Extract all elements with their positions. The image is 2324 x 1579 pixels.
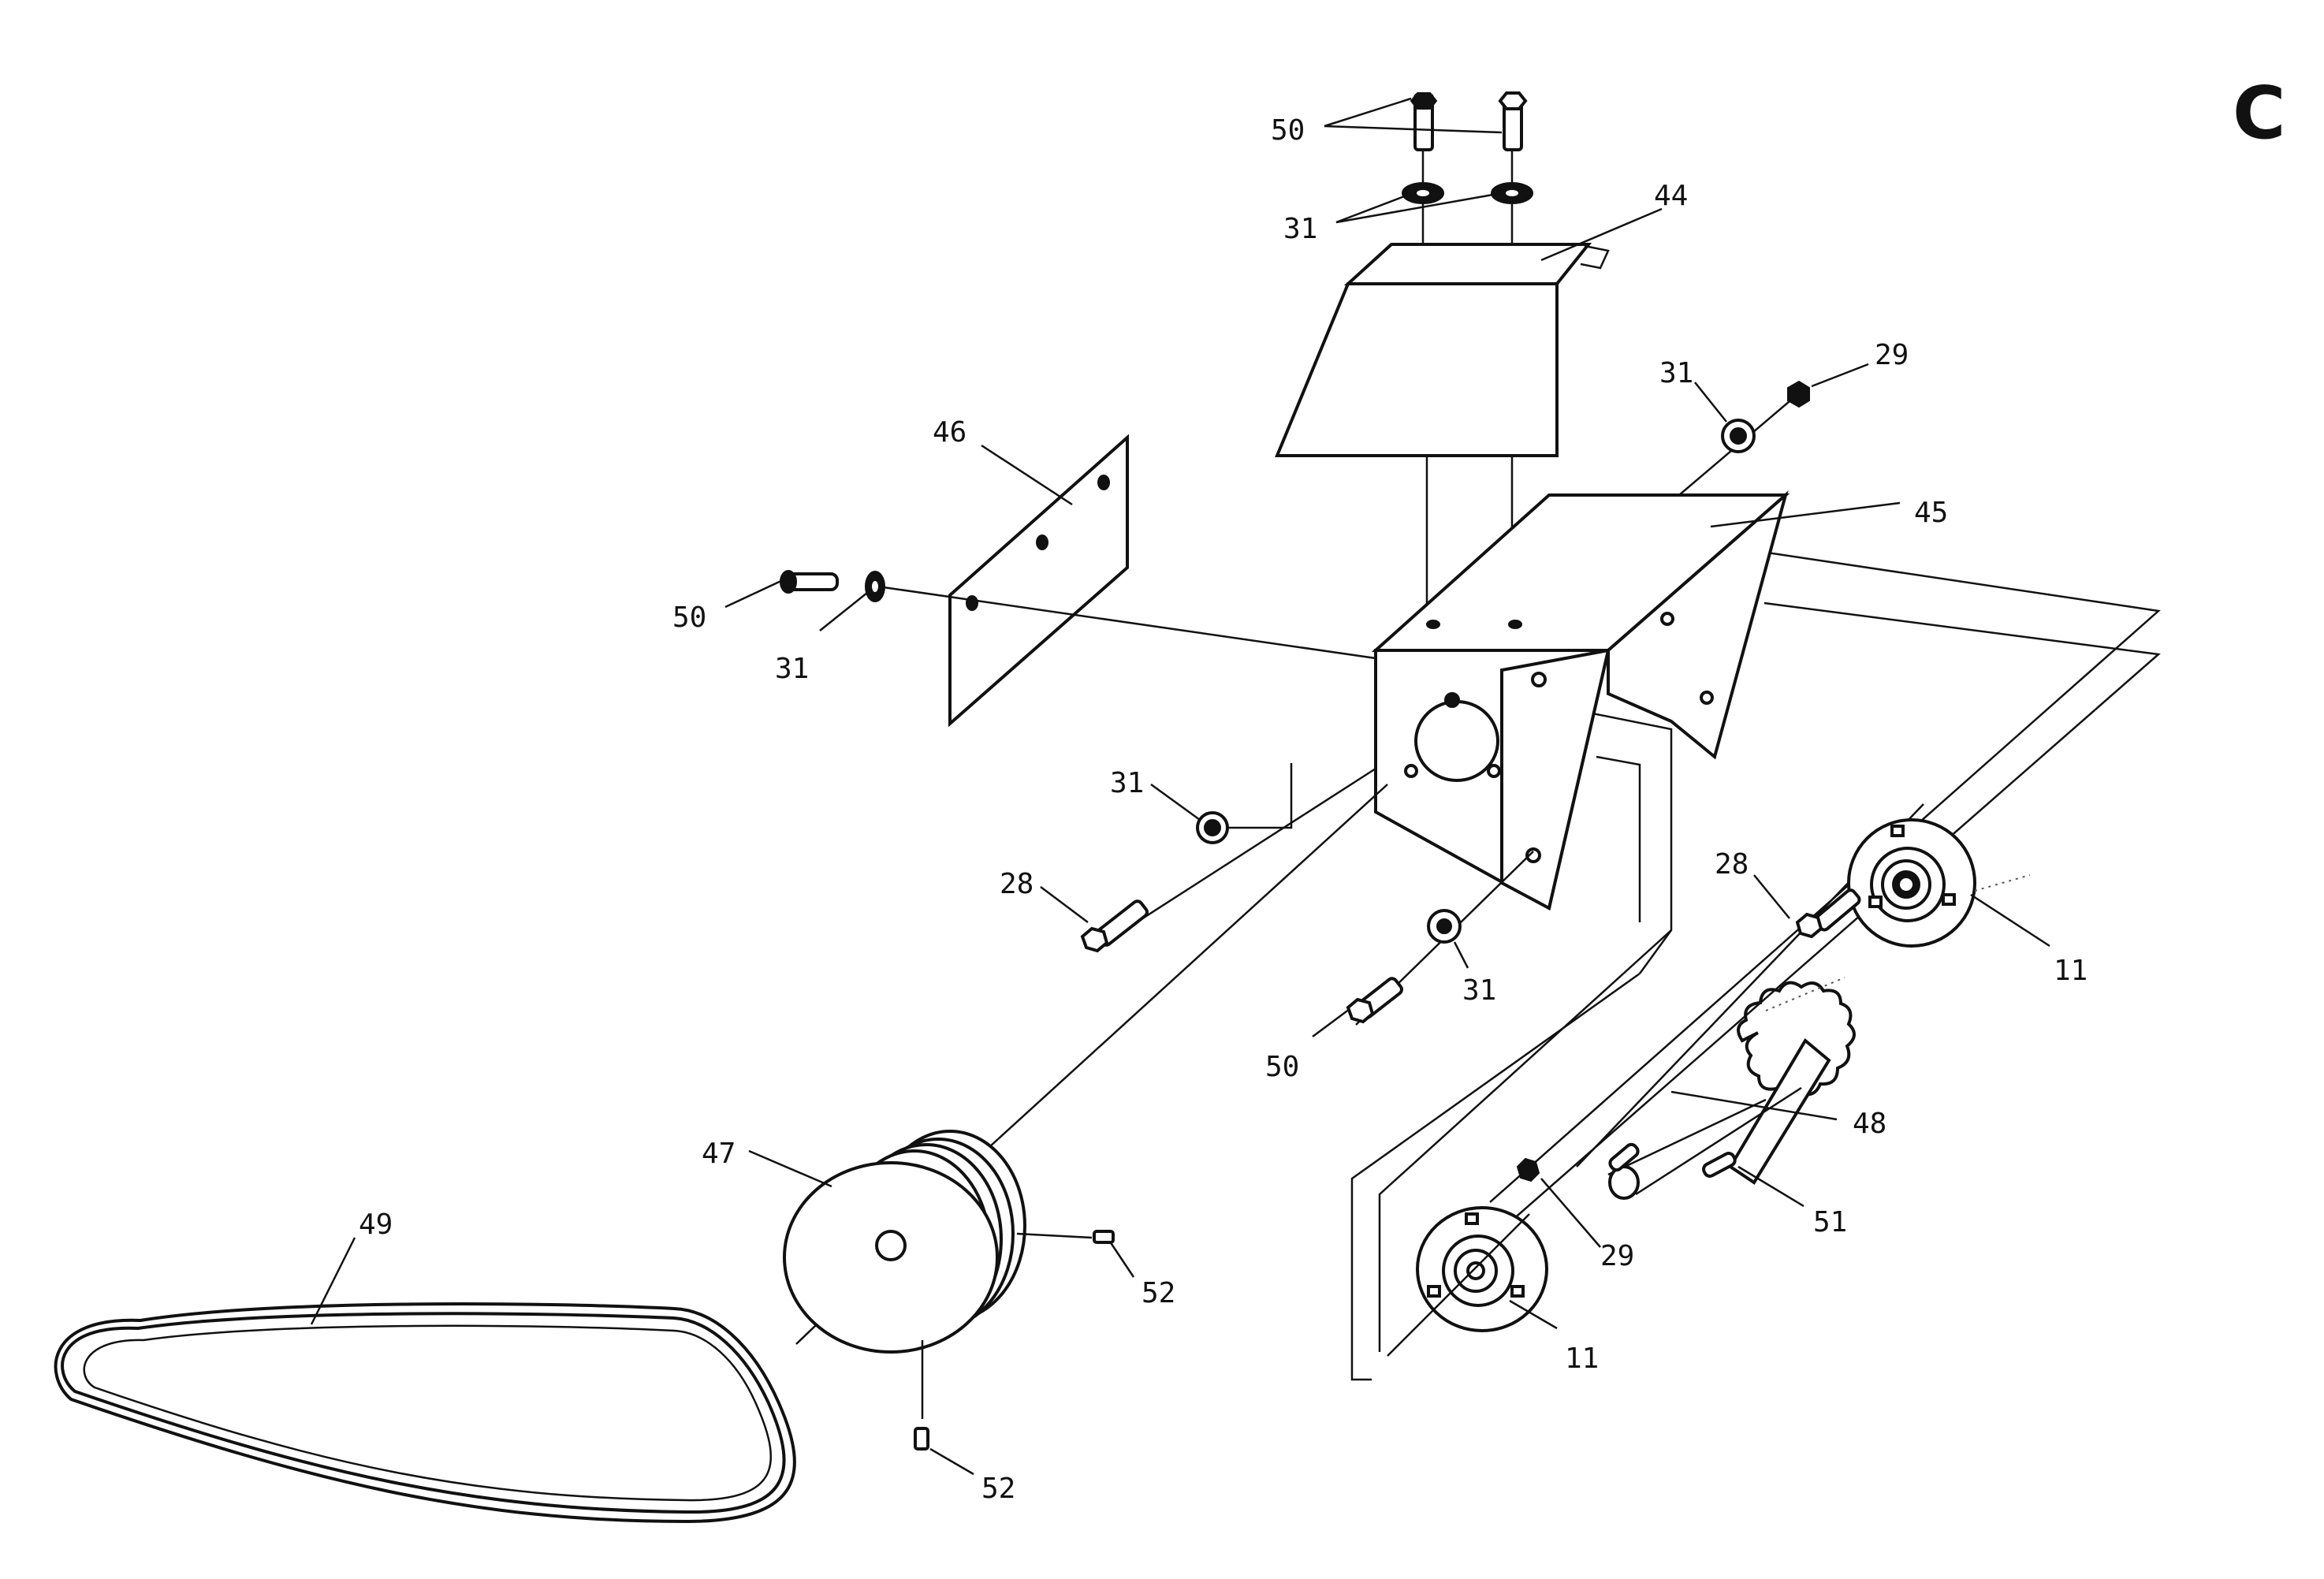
sprocket-shaft-48 <box>1607 981 1856 1200</box>
key-51 <box>1702 1152 1737 1178</box>
label-45: 45 <box>1914 497 1948 529</box>
top-cover-44 <box>1275 243 1610 457</box>
plate-46 <box>948 434 1129 728</box>
low-washer-31 <box>1346 909 1462 1024</box>
label-31-mid: 31 <box>1110 767 1144 799</box>
label-46: 46 <box>933 416 966 449</box>
label-44: 44 <box>1654 180 1688 212</box>
top-bolts <box>1402 91 1533 244</box>
label-29-top: 29 <box>1875 339 1909 371</box>
label-31-left: 31 <box>775 653 809 685</box>
label-31-top: 31 <box>1283 213 1317 245</box>
leader-lines <box>310 97 2050 1476</box>
label-50-left: 50 <box>672 601 706 634</box>
pulley-47 <box>783 1130 1026 1354</box>
label-28-right: 28 <box>1715 848 1749 881</box>
label-29-low: 29 <box>1600 1240 1634 1272</box>
right-bearing-11 <box>1847 818 1976 948</box>
low-bearing-11 <box>1416 1206 1548 1332</box>
low-nut-29 <box>1516 1157 1540 1182</box>
left-bolt-50 <box>780 570 885 602</box>
mid-washer-31 <box>1080 811 1229 953</box>
label-52-b: 52 <box>981 1473 1015 1505</box>
label-49: 49 <box>359 1208 393 1241</box>
label-31-low: 31 <box>1462 974 1496 1007</box>
part-labels: 50 31 44 31 29 46 45 50 31 31 28 28 11 3… <box>359 114 2088 1505</box>
right-bolt-28 <box>1795 888 1861 939</box>
label-48: 48 <box>1853 1108 1886 1140</box>
label-51: 51 <box>1813 1206 1847 1238</box>
v-belt-49 <box>54 1302 796 1524</box>
label-11-low: 11 <box>1565 1343 1599 1375</box>
label-52-a: 52 <box>1142 1277 1175 1309</box>
right-washer-31 <box>1721 380 1810 453</box>
label-50-low: 50 <box>1265 1051 1299 1083</box>
label-11-right: 11 <box>2054 955 2088 987</box>
label-47: 47 <box>702 1138 736 1170</box>
housing-45 <box>1371 490 1790 974</box>
label-28-left: 28 <box>1000 868 1034 900</box>
label-50-top: 50 <box>1271 114 1305 147</box>
page-letter: C <box>2233 71 2286 155</box>
label-31-right: 31 <box>1659 357 1693 389</box>
